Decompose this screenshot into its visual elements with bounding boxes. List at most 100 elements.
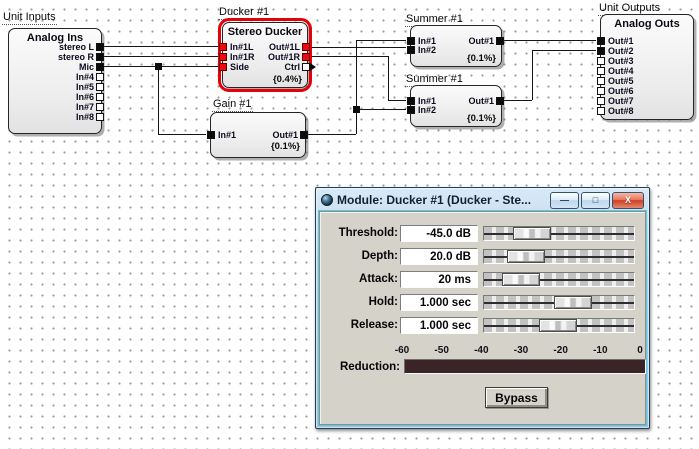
port-in-6[interactable] — [96, 93, 104, 101]
port-label-in-1: In#1 — [418, 96, 437, 106]
param-row-depth: Depth:20.0 dB — [320, 248, 645, 265]
port-label-ctrl: Ctrl — [284, 62, 301, 72]
port-in-1[interactable] — [407, 97, 415, 105]
wire-segment — [532, 50, 596, 52]
port-out-2[interactable] — [597, 47, 605, 55]
wire-segment — [504, 100, 532, 102]
port-label-out-4: Out#4 — [608, 66, 634, 76]
wire-junction-node — [353, 106, 360, 113]
param-label: Release: — [350, 319, 398, 331]
slider-thumb[interactable] — [539, 319, 577, 332]
module-dialog: Module: Ducker #1 (Ducker - Ste... — □ X… — [315, 187, 650, 429]
reduction-label: Reduction: — [339, 361, 400, 373]
block-caption-gain-1: Gain #1 — [212, 98, 253, 112]
port-in-1l[interactable] — [219, 43, 227, 51]
param-value-input[interactable]: 1.000 sec — [400, 294, 478, 311]
port-ctrl[interactable] — [302, 63, 310, 71]
port-in-4[interactable] — [96, 73, 104, 81]
port-mic[interactable] — [96, 63, 104, 71]
port-out-1[interactable] — [496, 37, 504, 45]
port-in-1r[interactable] — [219, 53, 227, 61]
port-in-7[interactable] — [96, 103, 104, 111]
cpu-usage-label: {0.1%} — [270, 141, 300, 152]
port-label-out-1: Out#1 — [272, 130, 298, 140]
close-button[interactable]: X — [612, 191, 644, 209]
minimize-button[interactable]: — — [550, 191, 579, 209]
port-in-1[interactable] — [407, 37, 415, 45]
port-stereo-l[interactable] — [96, 43, 104, 51]
param-slider[interactable] — [483, 318, 635, 333]
port-label-in-5: In#5 — [75, 82, 94, 92]
slider-thumb[interactable] — [502, 273, 540, 286]
wire-segment — [356, 109, 406, 111]
scale-label: -10 — [593, 345, 608, 356]
port-in-5[interactable] — [96, 83, 104, 91]
param-row-attack: Attack:20 ms — [320, 271, 645, 288]
port-label-in-7: In#7 — [75, 102, 94, 112]
port-in-2[interactable] — [407, 106, 415, 114]
port-out-5[interactable] — [597, 77, 605, 85]
port-out-7[interactable] — [597, 97, 605, 105]
dialog-titlebar[interactable]: Module: Ducker #1 (Ducker - Ste... — □ X — [318, 190, 647, 210]
port-label-out-1: Out#1 — [468, 96, 494, 106]
port-stereo-r[interactable] — [96, 53, 104, 61]
param-slider[interactable] — [483, 249, 635, 264]
scale-label: -40 — [474, 345, 489, 356]
port-label-mic: Mic — [78, 62, 94, 72]
port-out-1[interactable] — [300, 131, 308, 139]
slider-thumb[interactable] — [513, 227, 551, 240]
port-out-1l[interactable] — [302, 43, 310, 51]
port-label-in-2: In#2 — [418, 105, 437, 115]
port-label-in-4: In#4 — [75, 72, 94, 82]
wire-segment — [104, 56, 218, 58]
port-out-1[interactable] — [496, 97, 504, 105]
port-in-1[interactable] — [207, 131, 215, 139]
bypass-button[interactable]: Bypass — [485, 387, 548, 408]
param-slider[interactable] — [483, 226, 635, 241]
restore-button[interactable]: □ — [581, 191, 610, 209]
param-value-input[interactable]: -45.0 dB — [400, 225, 478, 242]
port-out-1[interactable] — [597, 37, 605, 45]
dialog-client-area: Threshold:-45.0 dB Depth:20.0 dB Attack:20… — [319, 211, 646, 425]
port-label-side: Side — [230, 62, 250, 72]
param-value-input[interactable]: 20 ms — [400, 271, 478, 288]
port-out-6[interactable] — [597, 87, 605, 95]
port-out-1r[interactable] — [302, 53, 310, 61]
port-label-stereo-r: stereo R — [57, 52, 94, 62]
port-side[interactable] — [219, 63, 227, 71]
port-out-3[interactable] — [597, 57, 605, 65]
cpu-usage-label: {0.1%} — [466, 113, 496, 124]
block-header-analog-outs: Analog Outs — [614, 18, 680, 30]
wire-segment — [308, 134, 356, 136]
param-slider[interactable] — [483, 295, 635, 310]
param-label: Depth: — [361, 250, 398, 262]
wire-segment — [532, 50, 534, 100]
slider-thumb[interactable] — [507, 250, 545, 263]
block-caption-analog-ins: Unit Inputs — [2, 11, 57, 25]
port-in-8[interactable] — [96, 113, 104, 121]
port-label-out-8: Out#8 — [608, 106, 634, 116]
slider-thumb[interactable] — [554, 296, 592, 309]
port-out-8[interactable] — [597, 107, 605, 115]
port-label-stereo-l: stereo L — [58, 42, 94, 52]
wire-segment — [356, 40, 358, 134]
wire-segment — [310, 56, 388, 58]
port-out-4[interactable] — [597, 67, 605, 75]
port-label-in-1r: In#1R — [230, 52, 255, 62]
port-label-out-1: Out#1 — [608, 36, 634, 46]
param-row-threshold: Threshold:-45.0 dB — [320, 225, 645, 242]
param-slider[interactable] — [483, 272, 635, 287]
dialog-title: Module: Ducker #1 (Ducker - Ste... — [337, 193, 532, 207]
port-in-2[interactable] — [407, 46, 415, 54]
param-value-input[interactable]: 20.0 dB — [400, 248, 478, 265]
ctrl-arrow-icon — [310, 63, 316, 71]
param-value-input[interactable]: 1.000 sec — [400, 317, 478, 334]
cpu-usage-label: {0.4%} — [272, 74, 302, 85]
